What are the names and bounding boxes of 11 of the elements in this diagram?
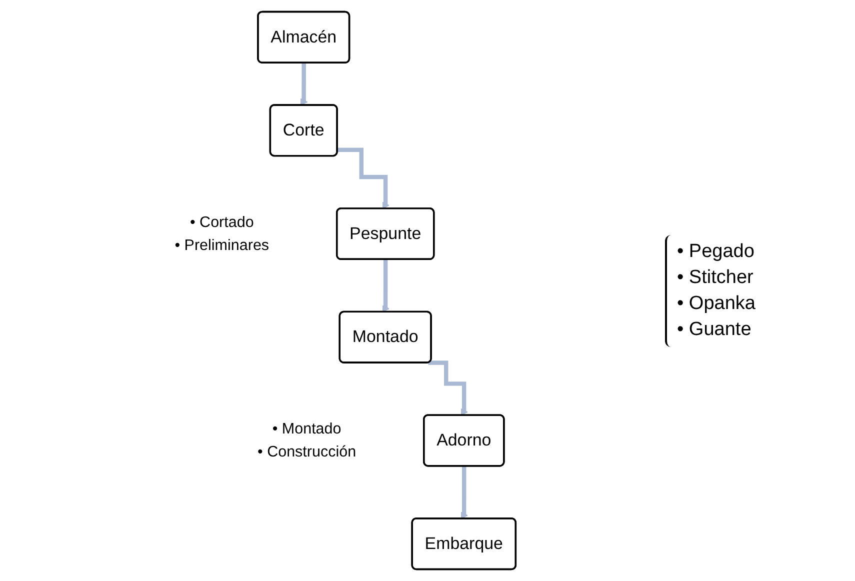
arrow <box>337 148 390 210</box>
list-item: • Stitcher <box>677 266 754 290</box>
arrow <box>428 360 468 416</box>
node-label: • Cortado <box>190 213 254 230</box>
list-item: • Guante <box>677 318 752 342</box>
arrow <box>460 464 468 520</box>
node-label: • Montado <box>272 420 342 438</box>
list-item: • Opanka <box>677 292 756 316</box>
list-item: • Pegado <box>677 240 756 264</box>
node-label: • Construcción <box>258 442 356 460</box>
node-label: • Preliminares <box>174 236 270 254</box>
